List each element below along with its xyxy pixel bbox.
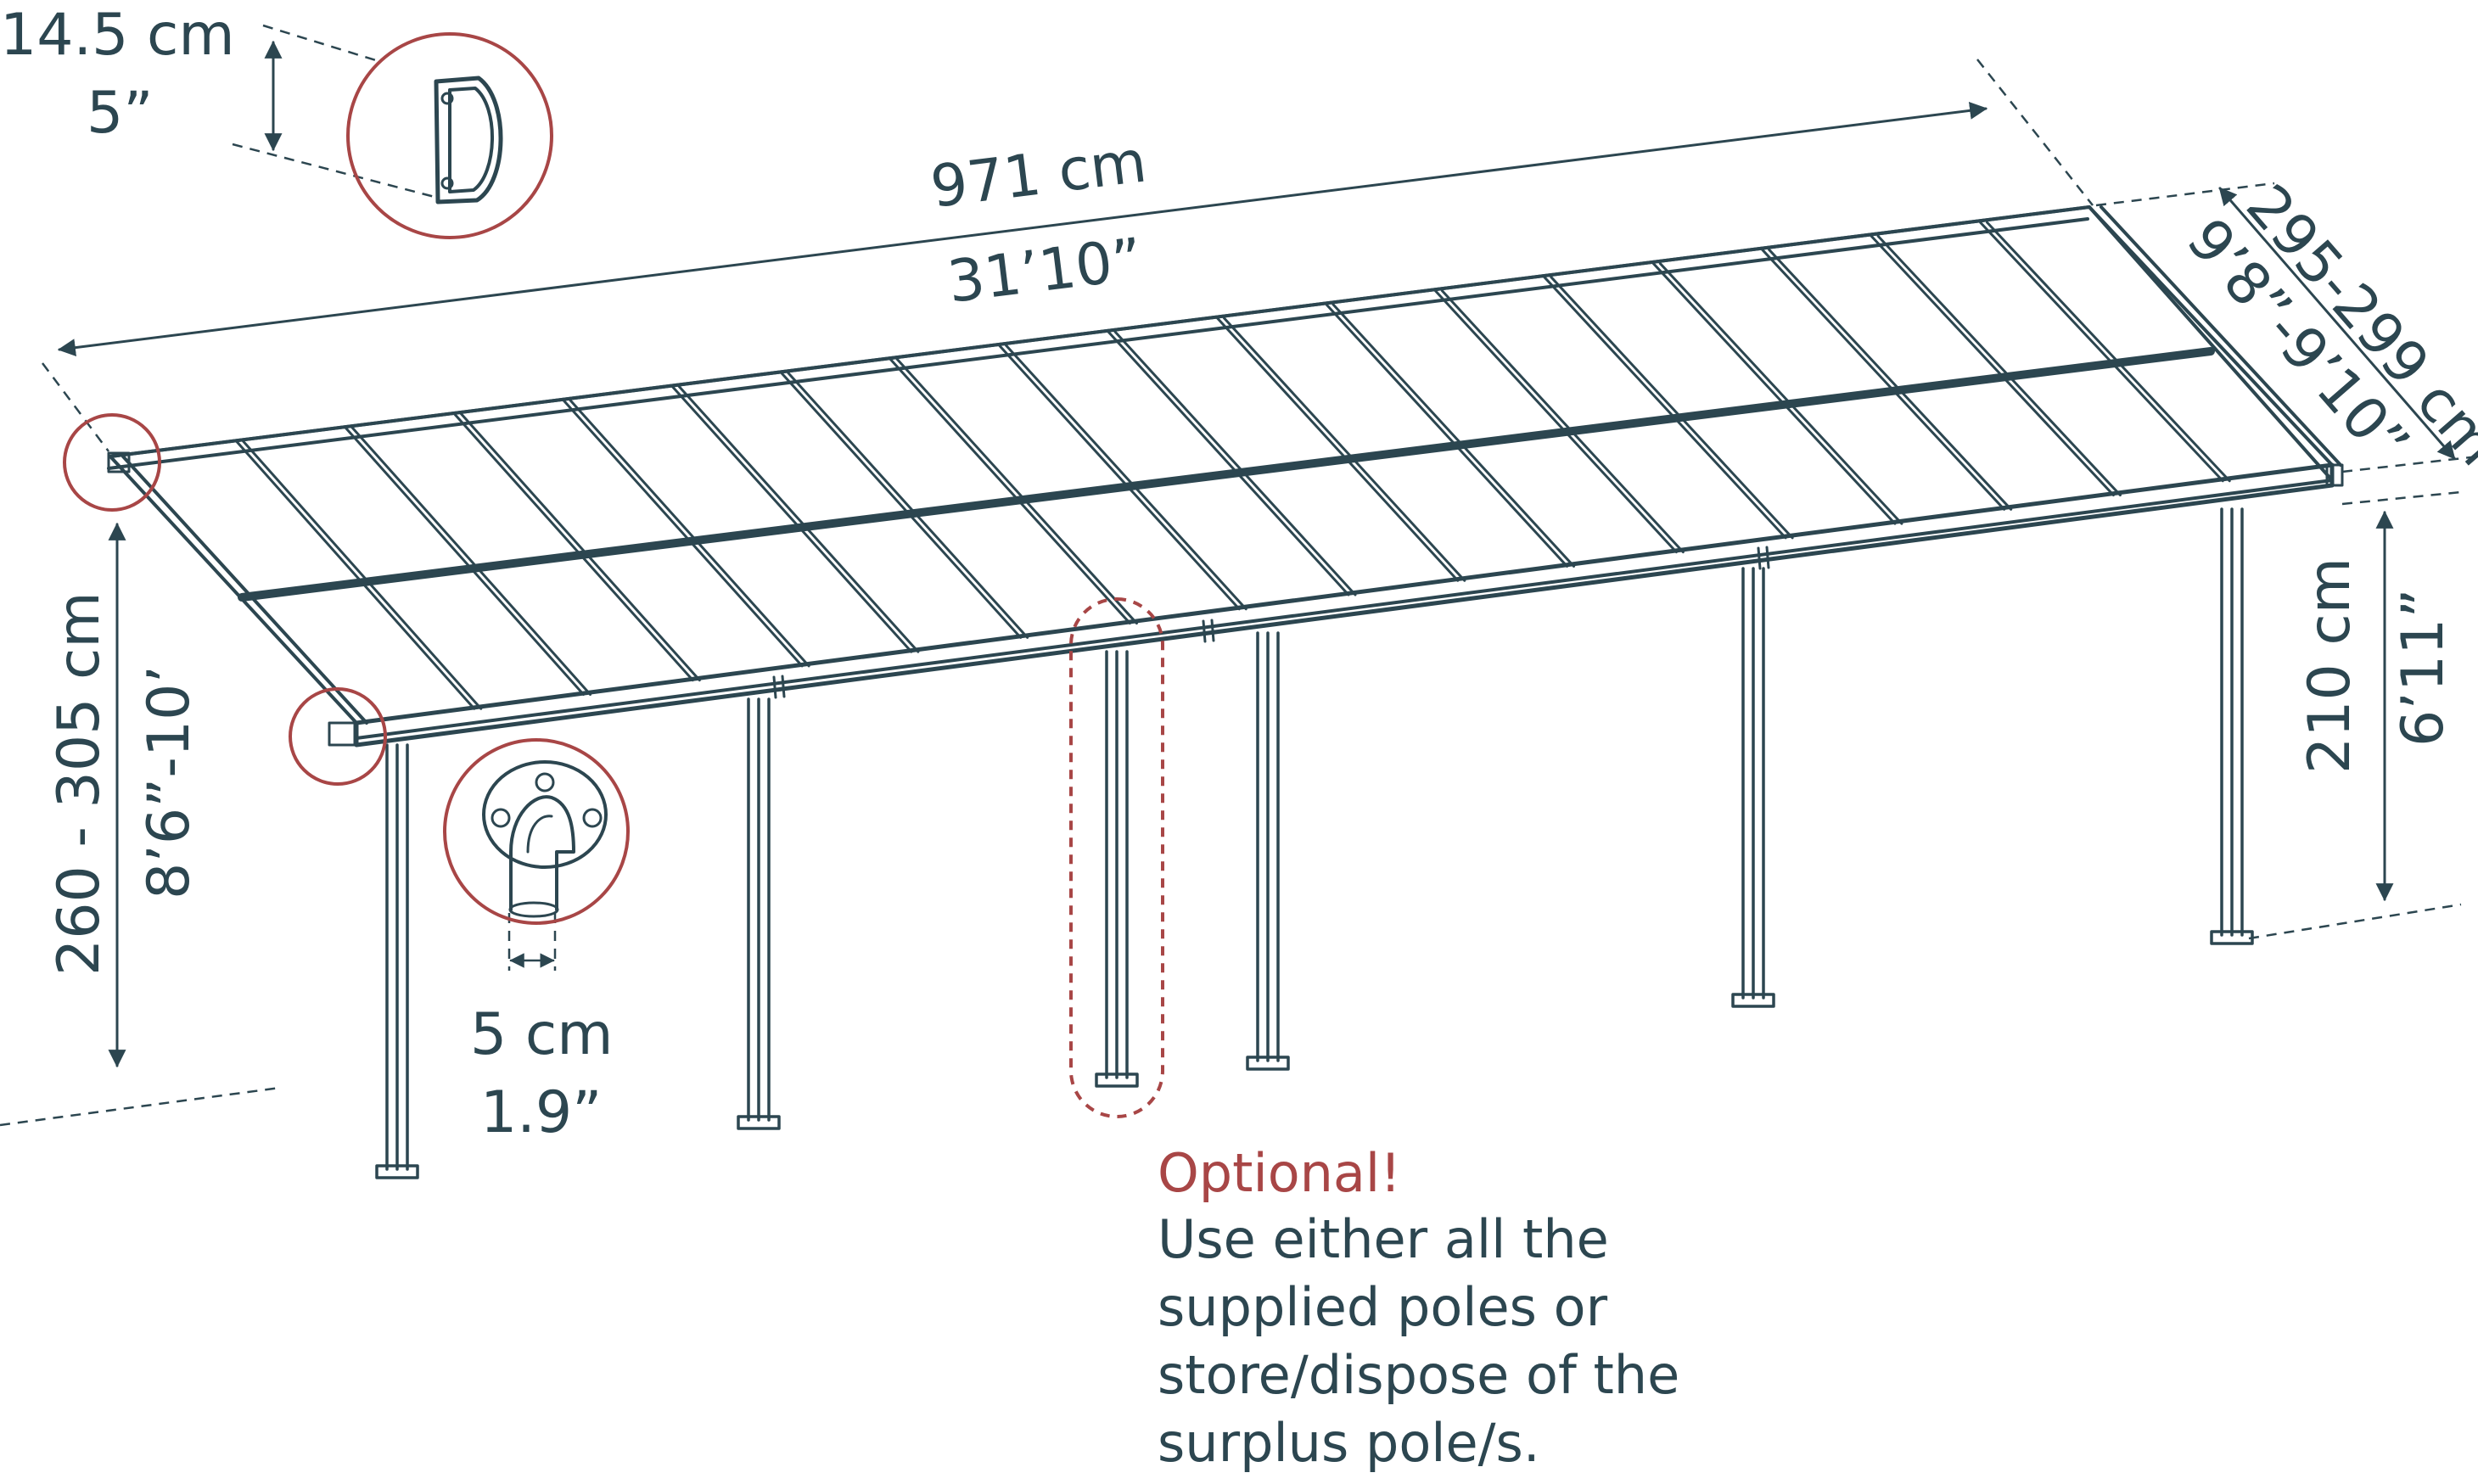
rafters: [234, 221, 2231, 710]
width-dimension-arrow: [2218, 187, 2456, 460]
optional-pole-highlight: [1069, 597, 1164, 1118]
rafter: [677, 384, 920, 653]
gutter-extension-bottom: [232, 143, 435, 199]
left-end-cap: [107, 451, 131, 473]
rafter: [1005, 344, 1247, 611]
middle-cross-beam: [238, 347, 2215, 602]
rafter: [350, 426, 592, 696]
rafter: [562, 399, 804, 668]
front-height-metric: 210 cm: [2296, 557, 2363, 774]
post-width-metric: 5 cm: [470, 1001, 614, 1068]
gutter-profile-detail: [346, 32, 553, 239]
rafter: [234, 440, 476, 710]
post: [747, 697, 771, 1122]
rafter: [1113, 330, 1357, 596]
front-height-extension-bottom: [2248, 903, 2462, 940]
post: [1741, 567, 1765, 1000]
posts: [375, 507, 2254, 1179]
rafter: [1222, 316, 1466, 582]
rafter: [1979, 221, 2224, 483]
optional-note-line-2: supplied poles or: [1158, 1276, 1608, 1338]
gutter-height-imperial: 5”: [87, 80, 154, 147]
length-dimension-arrow: [57, 101, 1988, 357]
width-extension-top: [2095, 182, 2275, 207]
rafter: [459, 412, 701, 682]
length-extension-right: [1976, 59, 2094, 206]
rafter: [889, 357, 1131, 625]
post: [2220, 507, 2244, 937]
post-base-plate: [1095, 1072, 1139, 1088]
rafter: [787, 371, 1029, 639]
gutter-height-metric: 14.5 cm: [0, 2, 235, 69]
front-left-end-cap: [328, 721, 356, 747]
post-base-detail-circle: [443, 738, 630, 925]
rafter: [452, 412, 694, 682]
post: [1105, 650, 1129, 1079]
optional-note-line-4: surplus pole/s.: [1158, 1412, 1540, 1474]
post-base-plate: [1731, 993, 1775, 1008]
dimension-lines: [0, 24, 2478, 1127]
post: [1256, 631, 1280, 1062]
gutter-extension-top: [262, 24, 379, 63]
gutter-joint: [772, 546, 1770, 699]
wall-plate-icon: [482, 760, 608, 869]
back-height-extension-bottom: [0, 1086, 281, 1127]
rafter: [241, 440, 483, 710]
gutter-detail-circle: [346, 32, 553, 239]
post: [385, 743, 409, 1171]
dimension-labels: 14.5 cm 5” 971 cm 31’10” 295-299 cm 9’8”…: [0, 2, 2478, 1146]
rafter: [1215, 316, 1460, 582]
rafter: [780, 371, 1023, 639]
back-height-imperial: 8’6”-10’: [136, 665, 203, 899]
optional-note-title: Optional!: [1158, 1142, 1401, 1204]
width-extension-bottom: [2341, 455, 2478, 473]
front-right-end-cap: [2325, 463, 2344, 487]
post-connector-icon: [509, 795, 575, 911]
rafter: [1986, 221, 2231, 483]
length-metric: 971 cm: [927, 128, 1150, 221]
rafter: [569, 399, 810, 668]
back-height-metric: 260 - 305 cm: [46, 591, 113, 976]
roof: [107, 205, 2344, 748]
optional-note-line-3: store/dispose of the: [1158, 1344, 1679, 1406]
front-height-imperial: 6’11”: [2390, 588, 2457, 747]
post-base-plate: [375, 1164, 419, 1179]
gutter-profile-icon: [434, 76, 503, 204]
optional-note: Optional! Use either all the supplied po…: [1158, 1142, 1679, 1474]
post-base-detail: [443, 738, 630, 925]
length-imperial: 31’10”: [944, 226, 1146, 316]
rafter: [998, 344, 1241, 611]
post-width-imperial: 1.9”: [480, 1079, 602, 1146]
optional-note-line-1: Use either all the: [1158, 1208, 1609, 1270]
rafter: [1107, 330, 1350, 596]
rafter: [895, 357, 1138, 625]
length-extension-left: [42, 362, 109, 452]
front-height-extension-top: [2341, 490, 2462, 506]
roof-corner-highlight-back: [63, 413, 161, 512]
front-gutter-beam: [354, 462, 2335, 748]
left-side-beam: [109, 455, 368, 725]
roof-corner-highlight-front: [289, 687, 387, 786]
rafter: [344, 426, 586, 696]
post-base-plate: [737, 1115, 781, 1130]
post-base-plate: [1246, 1056, 1290, 1071]
rafter: [670, 384, 913, 653]
